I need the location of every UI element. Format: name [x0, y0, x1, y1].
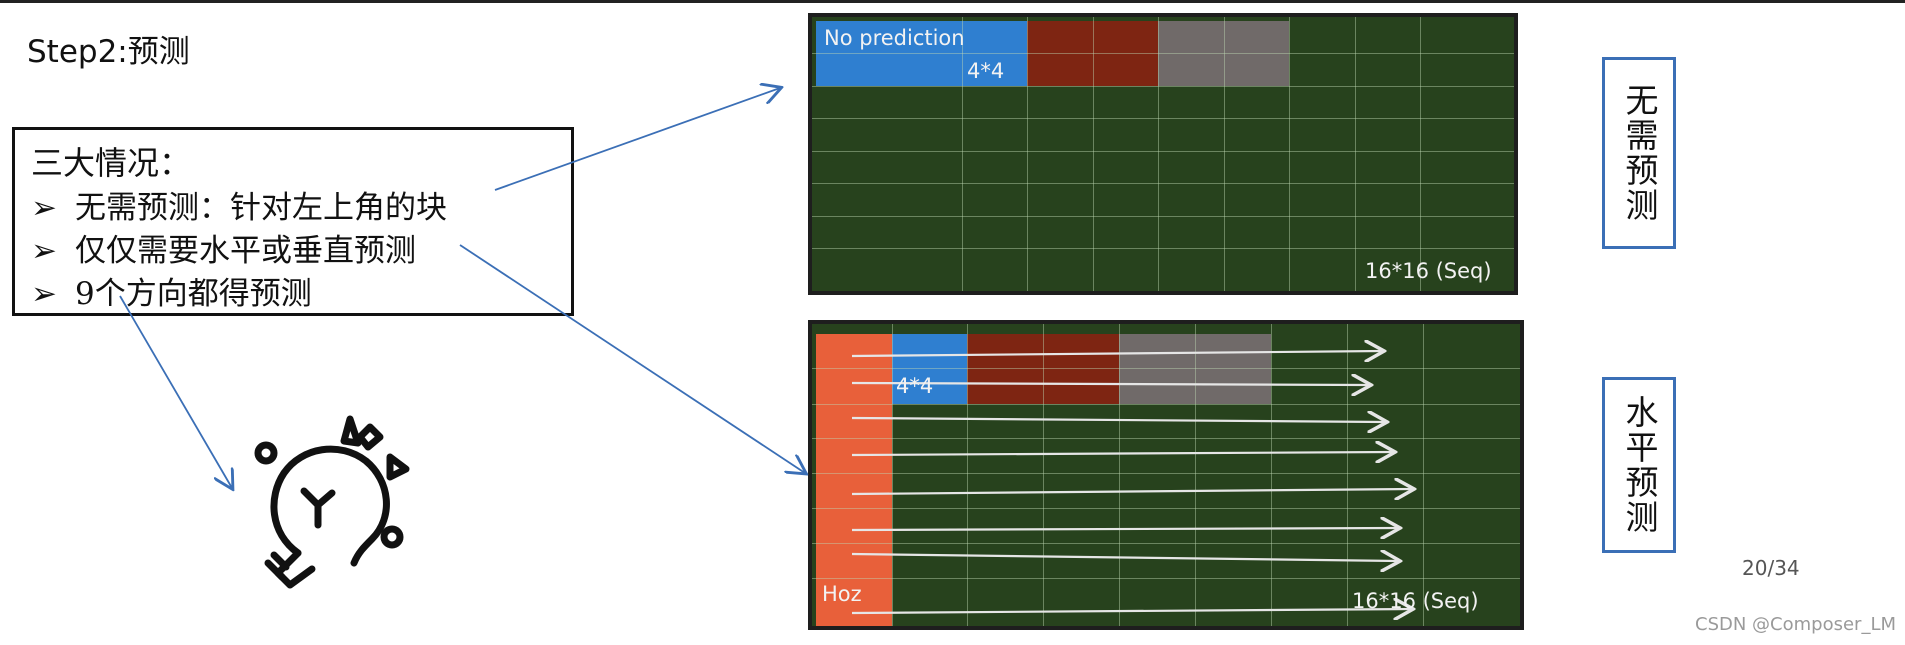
side-label-no-prediction: 无需预测: [1602, 57, 1676, 249]
panel-size-label: 16*16 (Seq): [1352, 589, 1479, 613]
corner-label: No prediction: [824, 26, 965, 50]
block-blue: [816, 21, 1027, 86]
block-gray: [1158, 21, 1289, 86]
arrow-row-8: [851, 609, 1411, 613]
case-item-text: 9个方向都得预测: [75, 276, 312, 312]
panel-size-label: 16*16 (Seq): [1365, 259, 1492, 283]
slide-title: Step2:预测: [27, 34, 190, 70]
block-blue: [892, 334, 967, 404]
arrow-row-2: [851, 383, 1369, 385]
case-item-hv-prediction: ➢ 仅仅需要水平或垂直预测: [31, 225, 416, 270]
arrow-row-7: [851, 554, 1398, 561]
side-label-horizontal: 水平预测: [1602, 377, 1676, 553]
panel-horizontal-prediction: 4*4 Hoz 16*16 (Seq): [808, 320, 1524, 630]
watermark: CSDN @Composer_LM: [1695, 614, 1897, 635]
lightbulb-icon: [254, 415, 410, 589]
top-rule: [0, 0, 1905, 3]
block-gray: [1119, 334, 1271, 404]
arrow-row-6: [851, 528, 1398, 530]
arrow-to-lightbulb: [119, 295, 232, 488]
bullet-icon: ➢: [31, 276, 57, 312]
block-size-label: 4*4: [967, 59, 1005, 83]
bullet-icon: ➢: [31, 233, 57, 269]
case-item-nine-directions: ➢ 9个方向都得预测: [31, 268, 312, 313]
arrow-row-1: [851, 351, 1382, 356]
arrow-row-3: [851, 418, 1385, 422]
corner-label: Hoz: [822, 582, 862, 606]
side-label-text: 无需预测: [1620, 83, 1659, 223]
block-size-label: 4*4: [896, 374, 934, 398]
page-number: 20/34: [1742, 556, 1800, 580]
case-item-text: 仅仅需要水平或垂直预测: [75, 233, 416, 269]
horizontal-arrows: [851, 324, 1524, 630]
cases-heading: 三大情况：: [31, 144, 192, 182]
panel-no-prediction: No prediction 4*4 16*16 (Seq): [808, 13, 1518, 295]
side-label-text: 水平预测: [1620, 395, 1659, 535]
bullet-icon: ➢: [31, 190, 57, 226]
case-item-text: 无需预测：针对左上角的块: [75, 190, 447, 226]
arrow-row-4: [851, 452, 1393, 455]
block-red: [1027, 21, 1158, 86]
arrow-row-5: [851, 489, 1412, 494]
cases-box: 三大情况： ➢ 无需预测：针对左上角的块 ➢ 仅仅需要水平或垂直预测 ➢ 9个方向都得…: [12, 127, 574, 316]
case-item-no-prediction: ➢ 无需预测：针对左上角的块: [31, 182, 447, 227]
block-red: [967, 334, 1119, 404]
